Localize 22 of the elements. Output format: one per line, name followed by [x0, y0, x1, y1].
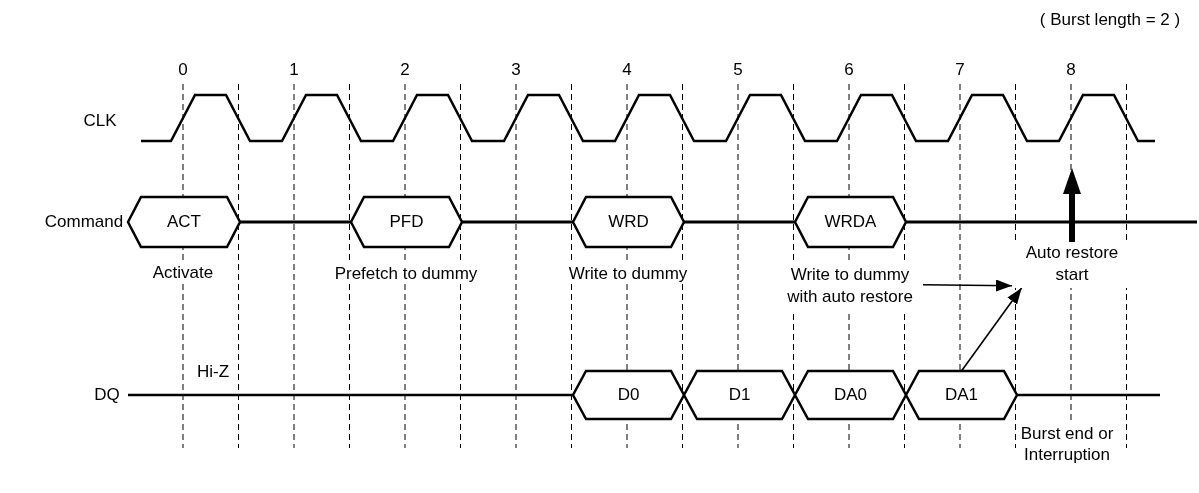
- signal-value-label: D1: [728, 385, 751, 405]
- signal-value-label: DA1: [944, 385, 979, 405]
- signal-value-label: WRD: [608, 212, 649, 232]
- arrow: [922, 279, 1013, 292]
- command-description: Write to dummy: [568, 263, 688, 284]
- thick-arrow: [1063, 168, 1081, 242]
- command-hexagon: [573, 197, 684, 247]
- data-hexagon: [573, 371, 684, 419]
- command-hexagon: [795, 197, 906, 247]
- command-hexagon: [351, 197, 462, 247]
- signal-value-label: DA0: [833, 385, 868, 405]
- signal-value-label: WRDA: [824, 212, 877, 232]
- data-hexagon: [684, 371, 795, 419]
- signal-value-label: PFD: [389, 212, 424, 232]
- command-description: Prefetch to dummy: [334, 263, 478, 284]
- command-hexagon: [128, 197, 240, 247]
- data-hexagon: [795, 371, 906, 419]
- signal-value-label: ACT: [167, 212, 201, 232]
- arrow: [960, 287, 1023, 372]
- command-description: Activate: [152, 262, 214, 283]
- data-hexagon: [906, 371, 1017, 419]
- signal-value-label: D0: [617, 385, 640, 405]
